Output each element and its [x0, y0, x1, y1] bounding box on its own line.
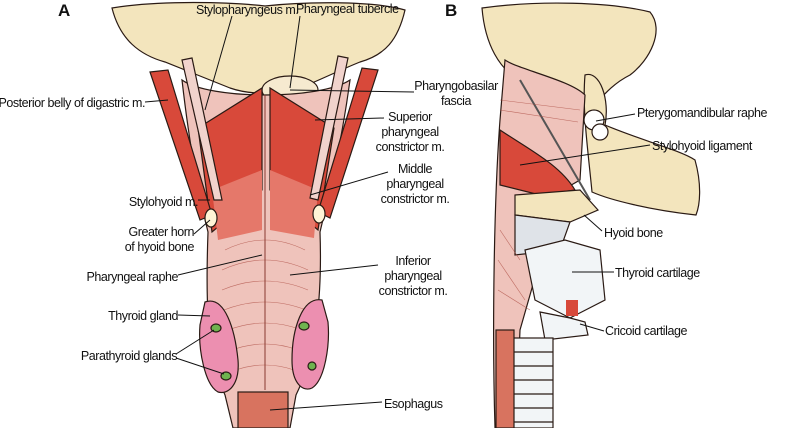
thyroid-cartilage-b	[524, 239, 606, 319]
cricoid-cartilage-b	[539, 311, 589, 341]
thyroid-lobe-left	[199, 300, 239, 394]
label-inferior-3: constrictor m.	[379, 284, 448, 298]
greater-horn-right	[312, 204, 326, 224]
middle-constrictor-left	[212, 170, 262, 240]
stylopharyngeus-right	[309, 55, 349, 201]
label-thyroid-cartilage: Thyroid cartilage	[615, 266, 700, 280]
esophagus-b	[495, 329, 515, 428]
label-pterygomandibular-raphe: Pterygomandibular raphe	[637, 106, 768, 120]
label-posterior-digastric: Posterior belly of digastric m.	[0, 96, 145, 110]
label-superior-2: pharyngeal	[381, 125, 438, 139]
label-middle-1: Middle	[398, 162, 433, 176]
pterygomandibular-raphe-shape-2	[591, 123, 609, 141]
middle-constrictor-right	[270, 170, 318, 238]
greater-horn-left	[204, 208, 218, 228]
esophagus-a	[237, 391, 289, 428]
panel-a-artwork	[111, 1, 406, 428]
stylohyoid-ligament-shape	[519, 79, 591, 201]
label-greater-horn-1: Greater horn	[129, 225, 195, 239]
label-esophagus: Esophagus	[384, 397, 443, 411]
leader-lines	[144, 15, 651, 411]
hyoid-b	[514, 189, 600, 223]
label-pharyngeal-tubercle: Pharyngeal tubercle	[296, 2, 399, 16]
label-pharyngobasilar-1: Pharyngobasilar	[414, 79, 498, 93]
labels-a: Stylopharyngeus m. Pharyngeal tubercle P…	[0, 2, 499, 411]
label-pharyngeal-raphe: Pharyngeal raphe	[87, 270, 179, 284]
label-superior-3: constrictor m.	[376, 140, 445, 154]
cricothyroid-muscle-b	[566, 300, 578, 316]
label-middle-3: constrictor m.	[381, 192, 450, 206]
panel-b-artwork	[481, 2, 701, 428]
label-cricoid-cartilage: Cricoid cartilage	[605, 324, 687, 338]
label-superior-1: Superior	[388, 110, 432, 124]
label-stylohyoid-ligament: Stylohyoid ligament	[652, 139, 753, 153]
fibers-b	[497, 99, 581, 311]
labels-b: Pterygomandibular raphe Stylohyoid ligam…	[604, 106, 768, 338]
label-hyoid-bone: Hyoid bone	[604, 226, 663, 240]
trachea-b	[512, 337, 554, 428]
label-inferior-1: Inferior	[395, 254, 431, 268]
label-stylohyoid: Stylohyoid m.	[129, 195, 198, 209]
label-parathyroid-glands: Parathyroid glands	[81, 349, 177, 363]
mandible-b	[583, 73, 701, 216]
label-greater-horn-2: of hyoid bone	[125, 240, 195, 254]
panel-label-b: B	[445, 1, 457, 20]
label-pharyngobasilar-2: fascia	[441, 94, 471, 108]
label-inferior-2: pharyngeal	[384, 269, 441, 283]
stylopharyngeus-left	[181, 57, 223, 201]
skull-base-a	[111, 1, 406, 94]
label-thyroid-gland: Thyroid gland	[108, 309, 178, 323]
label-stylopharyngeus: Stylopharyngeus m.	[196, 3, 298, 17]
label-middle-2: pharyngeal	[386, 177, 443, 191]
panel-label-a: A	[58, 1, 70, 20]
